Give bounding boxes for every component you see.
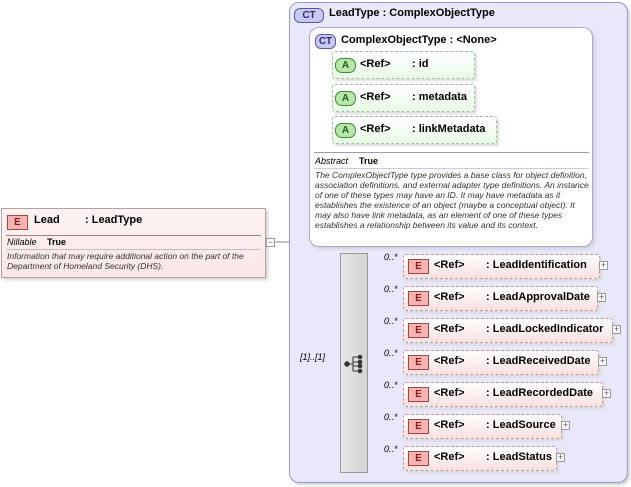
element-leadrecordeddate[interactable]: E <Ref> : LeadRecordedDate — [403, 382, 603, 407]
attribute-name: : linkMetadata — [412, 123, 486, 135]
element-icon: E — [408, 323, 429, 338]
element-ref: <Ref> — [434, 259, 465, 271]
attribute-name: : id — [412, 58, 429, 70]
attribute-ref: <Ref> — [360, 91, 391, 103]
abstract-label: Abstract — [315, 156, 349, 166]
element-name: : LeadLockedIndicator — [486, 323, 604, 335]
attribute-icon: A — [335, 123, 356, 138]
lead-description: Information that may require additional … — [7, 251, 244, 271]
element-ref: <Ref> — [434, 291, 465, 303]
attribute-ref: <Ref> — [360, 58, 391, 70]
element-icon: E — [408, 355, 429, 370]
element-ref: <Ref> — [434, 419, 465, 431]
divider — [314, 168, 589, 169]
element-leadlockedindicator[interactable]: E <Ref> : LeadLockedIndicator — [403, 318, 613, 343]
complexobjecttype-title: ComplexObjectType : <None> — [341, 34, 497, 46]
expand-toggle[interactable]: + — [561, 420, 570, 430]
attribute-linkmetadata[interactable]: A <Ref> : linkMetadata — [332, 116, 497, 144]
lead-element[interactable]: E Lead : LeadType Nillable True Informat… — [1, 208, 266, 278]
element-ref: <Ref> — [434, 387, 465, 399]
element-name: : LeadApprovalDate — [486, 291, 590, 303]
element-leadapprovaldate[interactable]: E <Ref> : LeadApprovalDate — [403, 286, 598, 311]
element-icon: E — [408, 387, 429, 402]
sequence-compositor[interactable] — [340, 253, 368, 473]
nillable-value: True — [47, 237, 67, 247]
attribute-icon: A — [335, 58, 356, 73]
expand-toggle[interactable]: + — [602, 388, 611, 398]
element-icon: E — [7, 215, 28, 230]
element-icon: E — [408, 451, 429, 466]
abstract-value: True — [359, 156, 379, 166]
element-multiplicity: 0..* — [384, 284, 398, 294]
element-ref: <Ref> — [434, 323, 465, 335]
attribute-name: : metadata — [412, 91, 468, 103]
attribute-metadata[interactable]: A <Ref> : metadata — [332, 84, 475, 112]
element-multiplicity: 0..* — [384, 252, 398, 262]
complex-type-icon: CT — [315, 34, 336, 49]
element-name: : LeadStatus — [486, 451, 553, 463]
element-multiplicity: 0..* — [384, 348, 398, 358]
element-icon: E — [408, 419, 429, 434]
attribute-icon: A — [335, 91, 356, 106]
element-multiplicity: 0..* — [384, 316, 398, 326]
expand-toggle[interactable]: + — [597, 292, 606, 302]
element-ref: <Ref> — [434, 451, 465, 463]
sequence-icon — [344, 354, 363, 374]
sequence-multiplicity: [1]..[1] — [300, 352, 326, 362]
divider — [6, 235, 261, 236]
element-ref: <Ref> — [434, 355, 465, 367]
element-leadsource[interactable]: E <Ref> : LeadSource — [403, 414, 562, 439]
attribute-ref: <Ref> — [360, 123, 391, 135]
leadtype-title: LeadType : ComplexObjectType — [329, 7, 495, 19]
element-icon: E — [408, 291, 429, 306]
element-multiplicity: 0..* — [384, 444, 398, 454]
element-name: : LeadIdentification — [486, 259, 587, 271]
lead-name: Lead — [34, 214, 60, 226]
element-name: : LeadRecordedDate — [486, 387, 593, 399]
element-leadreceiveddate[interactable]: E <Ref> : LeadReceivedDate — [403, 350, 599, 375]
complexobjecttype-description: The ComplexObjectType type provides a ba… — [315, 170, 589, 230]
expand-toggle[interactable]: + — [556, 452, 565, 462]
collapse-toggle[interactable]: − — [266, 237, 275, 247]
element-multiplicity: 0..* — [384, 380, 398, 390]
expand-toggle[interactable]: + — [599, 260, 608, 270]
nillable-label: Nillable — [7, 237, 37, 247]
expand-toggle[interactable]: + — [598, 356, 607, 366]
element-name: : LeadSource — [486, 419, 556, 431]
element-leadidentification[interactable]: E <Ref> : LeadIdentification — [403, 254, 600, 279]
divider — [314, 152, 589, 153]
complex-type-icon: CT — [294, 8, 324, 23]
attribute-id[interactable]: A <Ref> : id — [332, 51, 475, 79]
element-icon: E — [408, 259, 429, 274]
expand-toggle[interactable]: + — [612, 324, 621, 334]
lead-type: : LeadType — [85, 214, 143, 226]
element-leadstatus[interactable]: E <Ref> : LeadStatus — [403, 446, 557, 471]
element-name: : LeadReceivedDate — [486, 355, 591, 367]
divider — [6, 249, 261, 250]
element-multiplicity: 0..* — [384, 412, 398, 422]
